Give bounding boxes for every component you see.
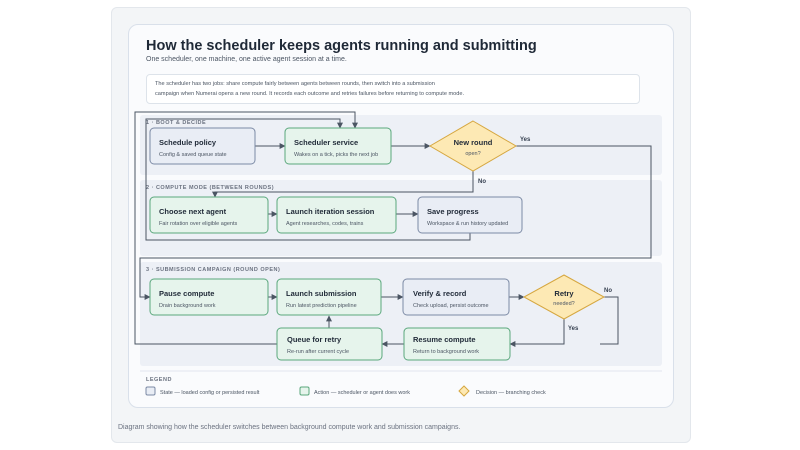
node-queue-retry-box [276,327,383,361]
node-new-round: New round open? [429,120,517,172]
node-resume-compute-title: Resume compute [413,335,476,344]
node-new-round-subtitle: open? [465,151,480,157]
edge-label-new-round-no: No [478,179,486,185]
description-line-2: campaign when Numerai opens a new round.… [155,91,465,97]
legend-decision-swatch [458,385,470,397]
lane-boot-bg [140,115,662,175]
node-resume-compute-box [403,327,511,361]
node-launch-submission-box [276,278,382,316]
node-launch-iteration-subtitle: Agent researches, codes, trains [286,221,364,227]
node-launch-iteration-title: Launch iteration session [286,207,375,216]
node-schedule-policy: Schedule policy Config & saved queue sta… [149,127,256,165]
node-launch-submission-subtitle: Run latest prediction pipeline [286,303,357,309]
lane-submission: 3 · SUBMISSION CAMPAIGN (ROUND OPEN) [140,262,662,366]
edge-label-retry-yes: Yes [568,326,579,332]
node-choose-agent-title: Choose next agent [159,207,227,216]
figure-caption: Diagram showing how the scheduler switch… [118,424,461,431]
node-choose-agent-subtitle: Fair rotation over eligible agents [159,221,238,227]
legend-action-swatch [299,386,310,396]
legend-state-label: State — loaded config or persisted resul… [160,390,260,396]
node-retry-subtitle: needed? [553,301,574,307]
edge-yes-to-submission [139,145,652,300]
node-pause-compute-box [149,278,269,316]
node-schedule-policy-title: Schedule policy [159,138,217,147]
legend-title: LEGEND [146,377,172,383]
node-schedule-policy-subtitle: Config & saved queue state [159,152,227,158]
edge-resume-loop-to-service [134,111,404,345]
node-new-round-title: New round [454,138,493,147]
legend-state-swatch [145,386,156,396]
node-choose-agent-box [149,196,269,234]
node-pause-compute-subtitle: Drain background work [159,303,216,309]
description-box: The scheduler has two jobs: share comput… [146,74,640,104]
node-verify-record-subtitle: Check upload, persist outcome [413,303,489,309]
lane-submission-label: 3 · SUBMISSION CAMPAIGN (ROUND OPEN) [146,267,280,273]
diagram-subtitle: One scheduler, one machine, one active a… [146,56,347,63]
node-launch-submission-title: Launch submission [286,289,357,298]
node-save-progress-box [417,196,523,234]
node-save-progress-subtitle: Workspace & run history updated [427,221,508,227]
edge-retry-yes-to-resume [509,318,565,347]
edge-no-to-choose-agent [212,171,474,198]
lane-compute-bg [140,180,662,256]
diagram-title: How the scheduler keeps agents running a… [146,38,537,54]
node-retry: Retry needed? [522,274,606,320]
edge-label-retry-no: No [604,288,612,294]
node-scheduler-service-box [284,127,392,165]
node-scheduler-service-subtitle: Wakes on a tick, picks the next job [294,152,378,158]
edges [134,111,652,347]
lane-submission-bg [140,262,662,366]
edge-retry-no-to-resume [600,296,619,345]
node-pause-compute: Pause compute Drain background work [149,278,269,316]
node-launch-submission: Launch submission Run latest prediction … [276,278,382,316]
node-verify-record-box [402,278,510,316]
node-launch-iteration-box [276,196,397,234]
node-queue-retry-subtitle: Re-run after current cycle [287,349,349,355]
edge-label-new-round-yes: Yes [520,137,531,143]
node-new-round-diamond [429,120,517,172]
node-choose-agent: Choose next agent Fair rotation over eli… [149,196,269,234]
legend: LEGEND State — loaded config or persiste… [140,370,662,397]
node-verify-record: Verify & record Check upload, persist ou… [402,278,510,316]
description-line-1: The scheduler has two jobs: share comput… [155,81,435,87]
node-resume-compute-subtitle: Return to background work [413,349,479,355]
node-schedule-policy-box [149,127,256,165]
node-retry-title: Retry [554,289,574,298]
legend-action-label: Action — scheduler or agent does work [314,390,410,396]
lane-compute: 2 · COMPUTE MODE (BETWEEN ROUNDS) [140,180,662,256]
node-pause-compute-title: Pause compute [159,289,214,298]
node-retry-diamond [522,274,606,320]
node-scheduler-service-title: Scheduler service [294,138,358,147]
node-launch-iteration: Launch iteration session Agent researche… [276,196,397,234]
node-save-progress: Save progress Workspace & run history up… [417,196,523,234]
legend-decision-label: Decision — branching check [476,390,546,396]
node-queue-retry: Queue for retry Re-run after current cyc… [276,327,383,361]
lane-boot: 1 · BOOT & DECIDE [140,115,662,175]
node-save-progress-title: Save progress [427,207,479,216]
lane-compute-label: 2 · COMPUTE MODE (BETWEEN ROUNDS) [146,185,274,191]
lane-boot-label: 1 · BOOT & DECIDE [146,120,206,126]
node-queue-retry-title: Queue for retry [287,335,342,344]
node-scheduler-service: Scheduler service Wakes on a tick, picks… [284,127,392,165]
edge-save-to-service-loop [145,118,471,241]
node-resume-compute: Resume compute Return to background work [403,327,511,361]
node-verify-record-title: Verify & record [413,289,467,298]
